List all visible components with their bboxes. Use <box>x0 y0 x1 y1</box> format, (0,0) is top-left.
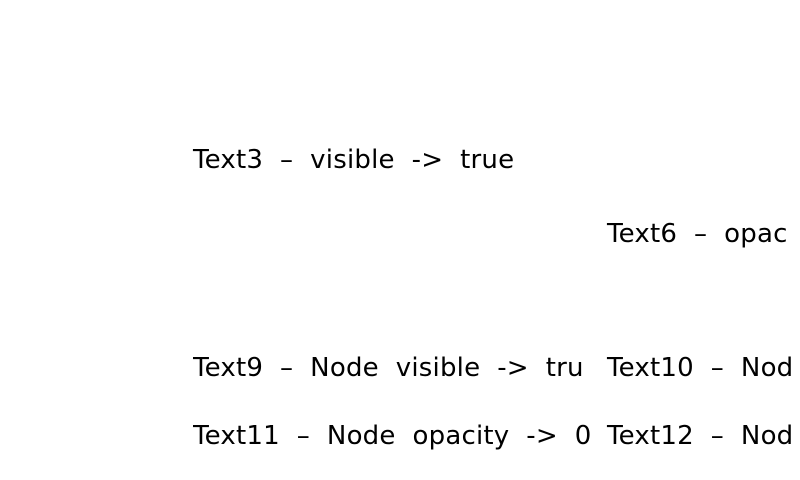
text-label-text6: Text6 – opac <box>607 219 788 249</box>
text-label-text3: Text3 – visible -> true <box>193 145 515 175</box>
text-label-text10: Text10 – Nod <box>607 353 794 383</box>
text-label-text9: Text9 – Node visible -> tru <box>193 353 584 383</box>
text-label-text12: Text12 – Nod <box>607 421 794 451</box>
text-label-text11: Text11 – Node opacity -> 0 <box>193 421 592 451</box>
